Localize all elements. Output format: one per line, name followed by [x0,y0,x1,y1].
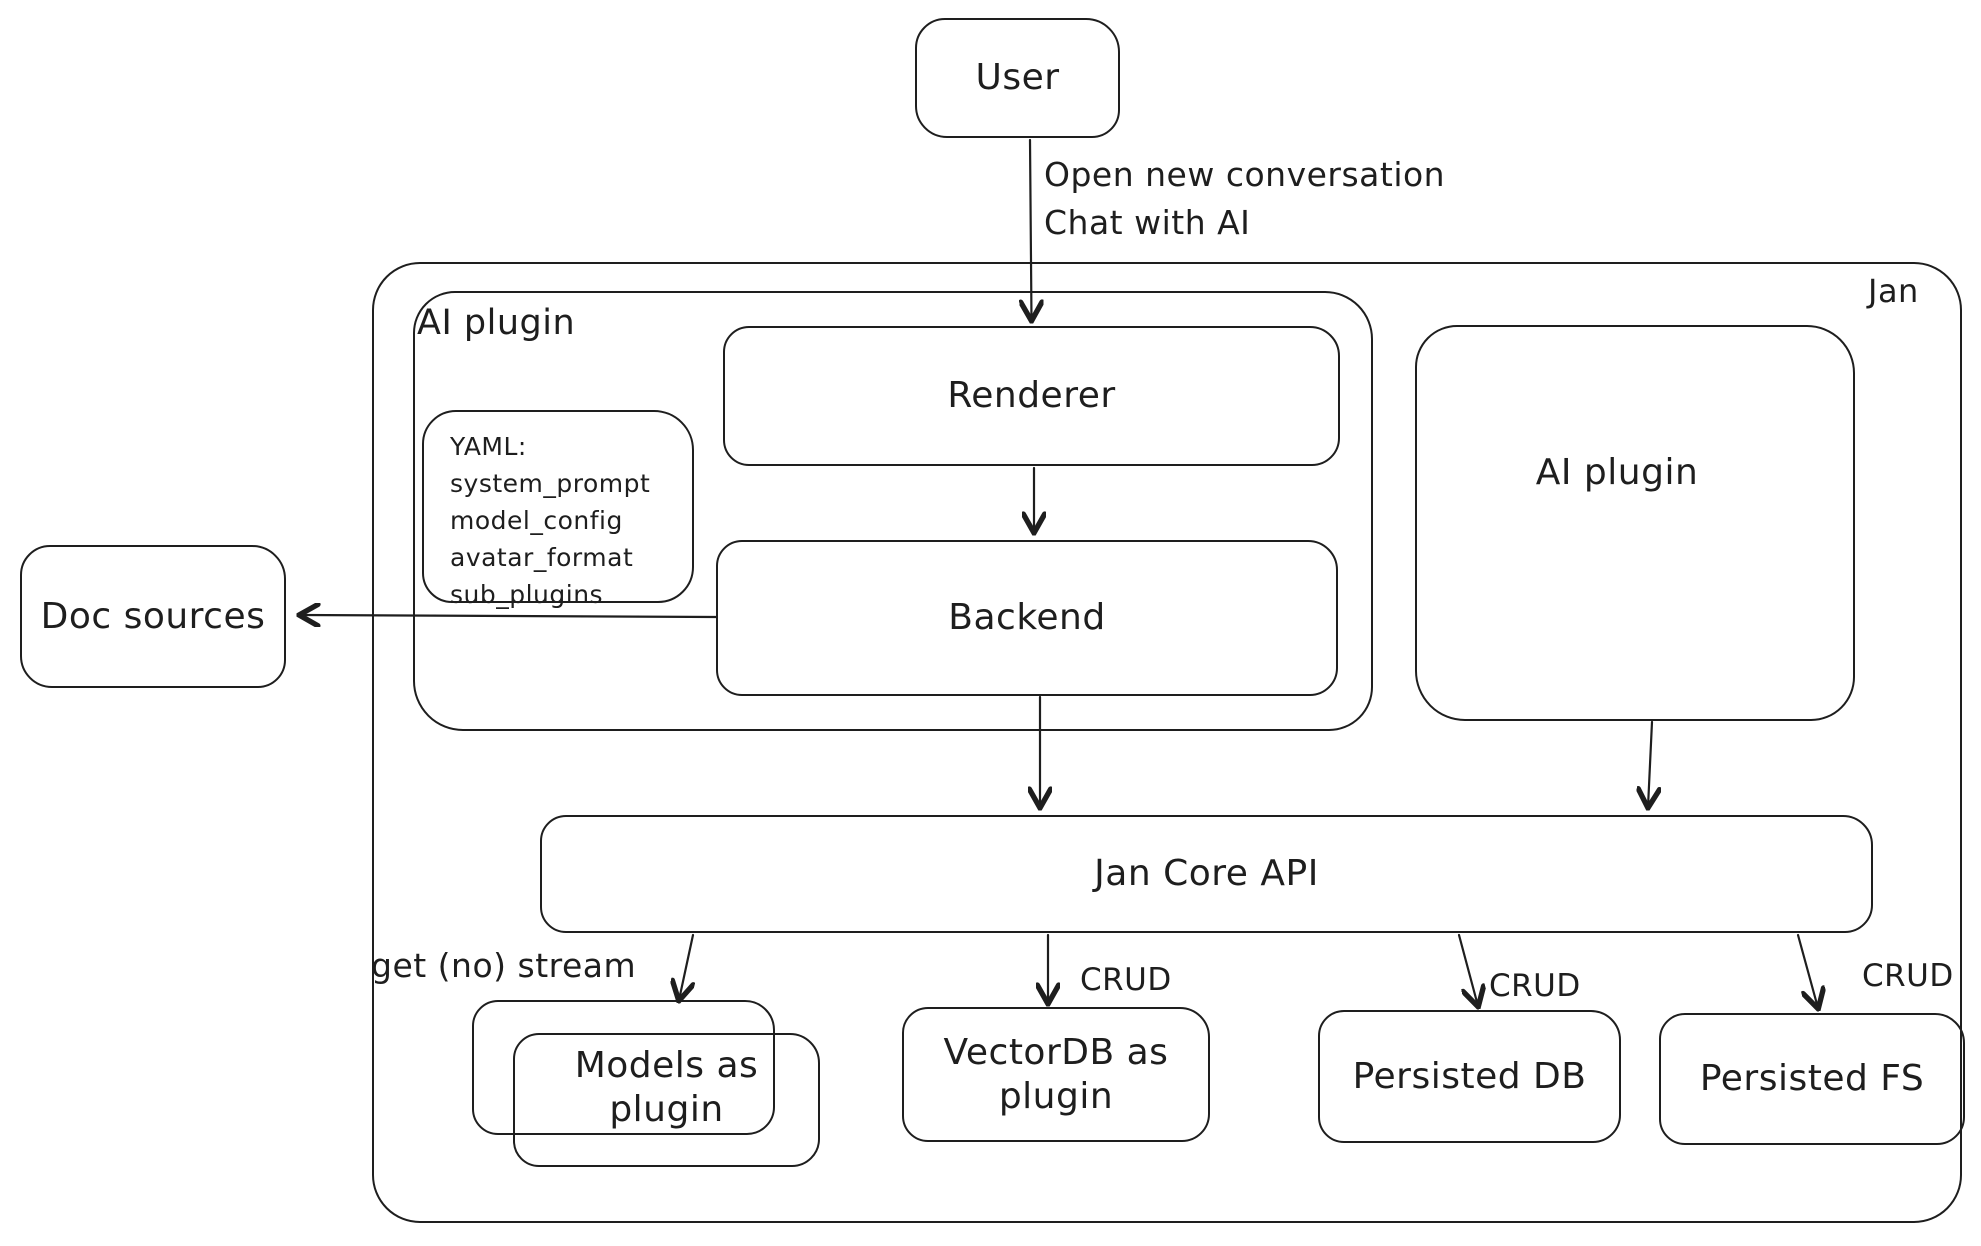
ai-plugin-node-label: AI plugin [1535,452,1699,493]
ai-plugin-container-label: AI plugin [417,303,576,343]
doc-sources-node: Doc sources [20,545,286,688]
backend-node-label: Backend [948,597,1106,638]
vectordb-node-label: VectorDB as plugin [944,1031,1169,1119]
crud-label-persisted-fs: CRUD [1862,958,1954,994]
persisted-db-node: Persisted DB [1318,1010,1621,1143]
yaml-note: YAML: system_prompt model_config avatar_… [422,410,694,609]
backend-node: Backend [716,540,1338,696]
jan-container [372,262,1962,1223]
persisted-db-node-label: Persisted DB [1352,1055,1587,1097]
vectordb-node-label-line2: plugin [998,1075,1114,1117]
doc-sources-node-label: Doc sources [40,595,266,637]
vectordb-node: VectorDB as plugin [902,1007,1210,1142]
vectordb-node-label-line1: VectorDB as [943,1031,1169,1073]
user-node-label: User [975,57,1060,98]
persisted-fs-node-label: Persisted FS [1699,1058,1925,1099]
models-node: Models as plugin [513,1033,820,1167]
get-stream-edge-label: get (no) stream [371,946,637,985]
crud-label-persisted-db: CRUD [1489,968,1581,1004]
crud-label-vectordb: CRUD [1080,962,1172,998]
yaml-line: avatar_format [450,543,634,572]
models-node-label: Models as plugin [575,1044,759,1132]
user-edge-label-line1: Open new conversation [1044,155,1446,194]
core-api-node: Jan Core API [540,815,1873,933]
ai-plugin-node: AI plugin [1415,325,1855,721]
persisted-fs-node: Persisted FS [1659,1013,1965,1145]
renderer-node: Renderer [723,326,1340,466]
core-api-node-label: Jan Core API [1094,853,1319,894]
models-node-label-line2: plugin [609,1089,724,1130]
ai-plugin-container [413,291,1373,731]
yaml-line: model_config [450,506,623,535]
yaml-line: sub_plugins [450,580,604,609]
yaml-line: YAML: [450,432,527,461]
models-node-back [472,1000,775,1135]
user-node: User [915,18,1120,138]
renderer-node-label: Renderer [947,375,1116,416]
user-edge-label-line2: Chat with AI [1044,203,1251,242]
models-node-label-line1: Models as [574,1045,759,1086]
jan-container-label: Jan [1868,272,1919,310]
yaml-line: system_prompt [450,469,651,498]
